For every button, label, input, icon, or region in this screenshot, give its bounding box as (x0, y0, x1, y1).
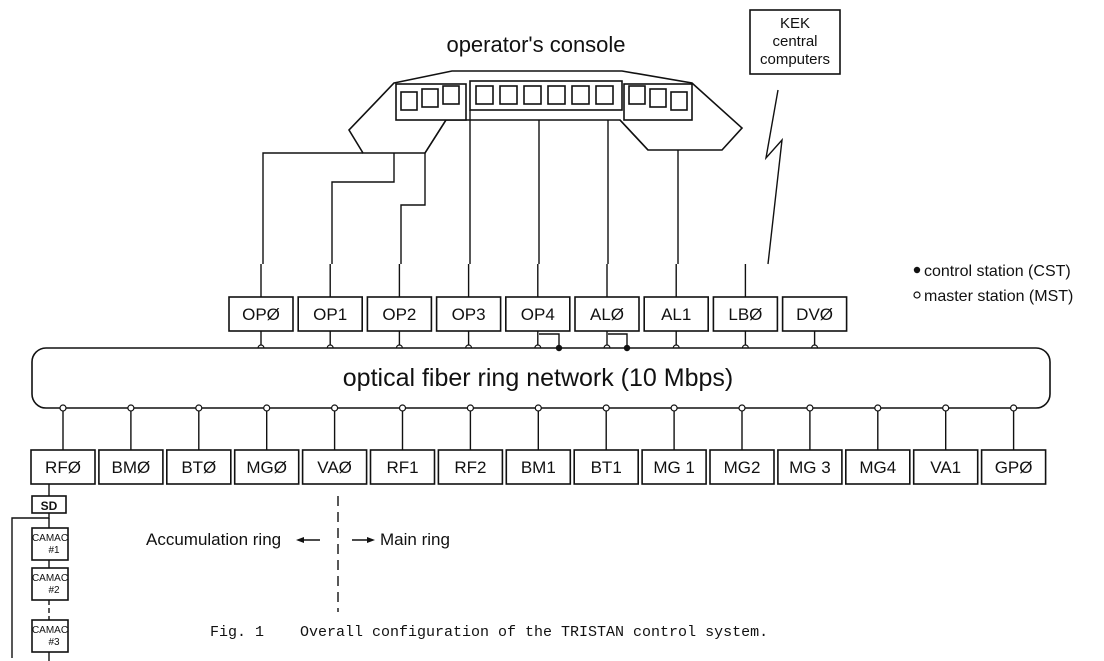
top-station-box (712, 296, 779, 332)
camac-3-line1: CAMAC (32, 625, 68, 636)
bottom-station-label: MG 3 (789, 458, 831, 477)
bottom-station-box (844, 449, 911, 485)
bottom-station-label: MG2 (724, 458, 761, 477)
bottom-station-label: GPØ (995, 458, 1033, 477)
bottom-station-label: BTØ (181, 458, 216, 477)
console-title: operator's console (446, 32, 625, 57)
camac-2-line2: #2 (48, 585, 60, 596)
master-station-node (942, 404, 950, 412)
figure-number: Fig. 1 (210, 624, 264, 641)
camac-3-line2: #3 (48, 637, 60, 648)
bottom-station-label: MG 1 (653, 458, 695, 477)
bottom-station-box (709, 449, 775, 485)
master-station-node (59, 404, 67, 412)
kek-line1: KEK (780, 15, 810, 32)
bottom-station-label: RFØ (45, 458, 81, 477)
bottom-station-box (980, 449, 1047, 485)
camac-2-line1: CAMAC (32, 573, 68, 584)
master-station-node (1009, 404, 1018, 412)
kek-link-icon (764, 89, 783, 265)
top-station-label: LBØ (728, 305, 762, 324)
sd-label: SD (41, 499, 58, 513)
master-station-node (263, 404, 271, 412)
top-station-label: OPØ (242, 305, 280, 324)
bottom-station-label: MG4 (859, 458, 896, 477)
control-station-node (623, 344, 631, 352)
operator-console: operator's console (347, 32, 744, 154)
bottom-station-box (166, 449, 232, 485)
accumulation-ring-label: Accumulation ring (146, 530, 281, 549)
bottom-station-label: BM1 (521, 458, 556, 477)
bottom-station-label: MGØ (246, 458, 287, 477)
ring-label: optical fiber ring network (10 Mbps) (343, 364, 733, 392)
bottom-station-box (301, 449, 368, 485)
master-station-dot-icon (913, 291, 921, 299)
master-station-node (195, 404, 203, 412)
arrow-right-icon (367, 537, 375, 543)
master-station-node (331, 404, 339, 412)
camac-chain: SD CAMAC #1 CAMAC #2 CAMAC #3 (11, 484, 69, 661)
master-station-node (534, 404, 542, 412)
top-station-label: OP1 (313, 305, 347, 324)
bottom-station-box (30, 449, 96, 485)
console-wires (262, 110, 679, 264)
top-station-box (228, 296, 294, 332)
top-station-label: OP4 (521, 305, 555, 324)
top-station-label: DVØ (796, 305, 833, 324)
master-station-node (602, 404, 610, 412)
bottom-station-label: VAØ (317, 458, 352, 477)
bottom-station-box (369, 449, 436, 485)
top-station-label: ALØ (590, 305, 624, 324)
main-ring-label: Main ring (380, 530, 450, 549)
bottom-station-label: VA1 (930, 458, 961, 477)
camac-1-line2: #1 (48, 545, 60, 556)
top-station-label: OP3 (452, 305, 486, 324)
bottom-station-label: RF2 (454, 458, 486, 477)
control-station-dot-icon (913, 266, 921, 274)
top-station-box (574, 296, 640, 332)
bottom-station-box (641, 449, 707, 485)
bottom-station-box (912, 449, 979, 485)
bottom-station-box (573, 449, 640, 485)
master-station-node (466, 404, 474, 412)
legend: control station (CST) master station (MS… (913, 263, 1073, 305)
ring-division: Accumulation ring Main ring (146, 496, 450, 612)
legend-control: control station (CST) (924, 263, 1071, 280)
bottom-station-row: RFØ BMØ BTØ MGØ VAØ RF1 RF2 BM1 BT1 MG 1 MG2 MG 3 MG… (30, 404, 1047, 485)
kek-line3: computers (760, 51, 830, 68)
master-station-node (398, 404, 407, 412)
bottom-station-label: RF1 (386, 458, 418, 477)
bottom-station-box (777, 449, 843, 485)
legend-master: master station (MST) (924, 288, 1073, 305)
master-station-node (738, 404, 746, 412)
master-station-node (806, 404, 814, 412)
kek-line2: central (772, 33, 817, 50)
top-station-label: OP2 (382, 305, 416, 324)
kek-central-computers: KEK central computers (749, 9, 841, 265)
master-station-node (874, 404, 882, 412)
arrow-left-icon (296, 537, 304, 543)
control-station-node (555, 344, 563, 352)
top-station-row: OPØ OP1 OP2 OP3 OP4 ALØ AL1 LBØ DVØ (228, 264, 848, 352)
top-station-label: AL1 (661, 305, 691, 324)
bottom-station-label: BT1 (591, 458, 622, 477)
master-station-node (670, 404, 678, 412)
camac-1-line1: CAMAC (32, 533, 68, 544)
figure-caption: Overall configuration of the TRISTAN con… (300, 624, 768, 641)
bottom-station-label: BMØ (112, 458, 151, 477)
master-station-node (127, 404, 135, 412)
